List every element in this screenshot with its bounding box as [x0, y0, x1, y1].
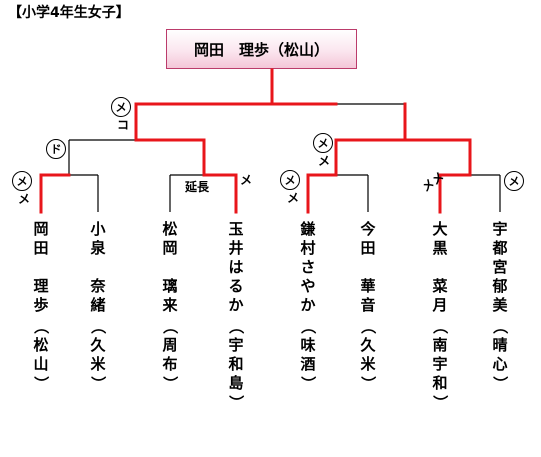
right-semi-score-circle: メ: [313, 133, 333, 153]
m1-score-circle: メ: [12, 171, 32, 191]
player-7: 大黒菜月 （南宇和）: [431, 220, 450, 411]
player-2: 小泉奈緒 （久米）: [89, 220, 108, 392]
champion-name: 岡田 理歩（松山）: [193, 40, 329, 59]
m3-score-circle: メ: [280, 170, 300, 190]
champion-box: 岡田 理歩（松山）: [166, 29, 357, 69]
player-5: 鎌村さやか （味酒）: [299, 220, 318, 392]
final-score-mark: コ: [117, 118, 130, 132]
player-6: 今田華音 （久米）: [359, 220, 378, 392]
m2-extra-label: 延長: [185, 180, 210, 194]
player-1: 岡田理歩 （松山）: [32, 220, 51, 392]
m4-score-circle: メ: [504, 171, 524, 191]
final-score-circle: メ: [111, 97, 131, 117]
left-semi-score-circle: ド: [46, 139, 66, 159]
m1-score-mark: メ: [18, 192, 31, 206]
m2-score-mark: メ: [240, 173, 253, 187]
right-semi-score-mark: メ: [318, 154, 331, 168]
player-4: 玉井はるか （宇和島）: [227, 220, 246, 411]
player-3: 松岡璃来 （周布）: [161, 220, 180, 392]
bracket-title: 【小学4年生女子】: [8, 5, 130, 21]
player-8: 宇都宮郁美 （晴心）: [491, 220, 510, 392]
m3-score-mark: メ: [287, 191, 300, 205]
